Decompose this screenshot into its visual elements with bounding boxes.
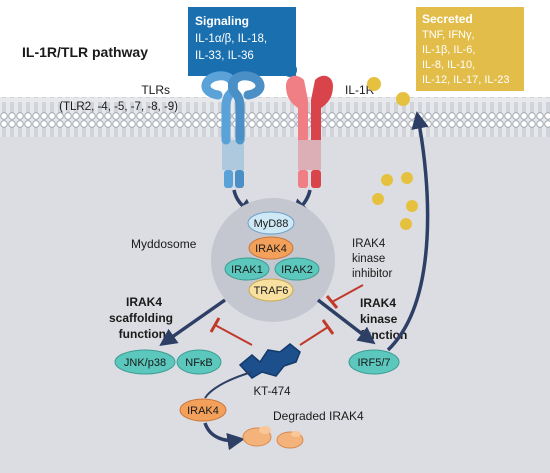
- irak2-node: [274, 257, 320, 281]
- irf-to-secretion-arrow: [386, 111, 430, 352]
- signaling-line2: IL-33, IL-36: [195, 50, 254, 62]
- secreted-line2: IL-1β, IL-6,: [422, 44, 475, 56]
- irak4-target-node: [179, 398, 227, 422]
- tlr-receptor: [201, 71, 265, 188]
- traf6-label: TRAF6: [254, 285, 289, 297]
- jnk-p38-label: JNK/p38: [124, 357, 166, 369]
- myddosome-label: Myddosome: [131, 237, 197, 251]
- myddosome-complex: [211, 198, 335, 322]
- signaling-heading: Signaling: [195, 14, 249, 28]
- irak4-label: IRAK4: [255, 243, 287, 255]
- il1r-label: IL-1R: [345, 83, 375, 97]
- kt474-block-kinase-bar: [321, 319, 335, 335]
- irf57-node: [348, 349, 400, 375]
- irf57-label: IRF5/7: [357, 357, 390, 369]
- kinase-fn-line1: IRAK4: [360, 296, 396, 310]
- irak2-label: IRAK2: [281, 264, 313, 276]
- nfkb-label: NFκB: [185, 357, 213, 369]
- inhibitor-block-bar: [325, 295, 339, 309]
- secreted-cytokines: [367, 77, 418, 230]
- myd88-label: MyD88: [254, 218, 289, 230]
- signaling-ligand: [283, 63, 297, 77]
- inhibitor-line1: IRAK4: [352, 238, 386, 250]
- traf6-node: [248, 278, 294, 302]
- inhibitor-block-line: [331, 284, 364, 303]
- degraded-fragments: [242, 426, 304, 449]
- degraded-irak4-label: Degraded IRAK4: [273, 409, 364, 423]
- pathway-title: IL-1R/TLR pathway: [22, 44, 148, 60]
- kt474-block-scaffold-bar: [209, 317, 221, 333]
- secreted-line1: TNF, IFNγ,: [422, 29, 475, 41]
- myd88-node: [247, 211, 295, 235]
- irak4-node: [248, 236, 294, 260]
- degradation-arrow: [203, 422, 245, 451]
- signaling-line1: IL-1α/β, IL-18,: [195, 33, 267, 45]
- tlrs-list: (TLR2, -4, -5, -7, -8, -9): [59, 101, 178, 113]
- scaffolding-line1: IRAK4: [126, 295, 162, 309]
- kt474-label: KT-474: [253, 386, 291, 398]
- kinase-fn-line2: kinase: [360, 312, 398, 326]
- il1r-receptor: [286, 75, 333, 188]
- irak4-target-label: IRAK4: [187, 405, 219, 417]
- irak1-label: IRAK1: [231, 264, 263, 276]
- jnk-p38-node: [114, 349, 176, 375]
- secreted-heading: Secreted: [422, 12, 473, 26]
- inhibitor-line3: inhibitor: [352, 268, 392, 280]
- secreted-line4: IL-12, IL-17, IL-23: [422, 74, 509, 86]
- secreted-box: [416, 7, 524, 91]
- kinase-arrow: [316, 298, 376, 345]
- scaffolding-arrow: [159, 298, 227, 347]
- nfkb-node: [176, 349, 222, 375]
- signaling-box: [188, 7, 296, 76]
- kt474-to-irak4-link: [204, 371, 253, 399]
- tlrs-label: TLRs: [141, 83, 170, 97]
- scaffolding-line3: function: [119, 327, 166, 341]
- kt474-molecule: [238, 343, 301, 379]
- cell-membrane: [0, 97, 550, 137]
- irak1-node: [224, 257, 270, 281]
- inhibitor-line2: kinase: [352, 253, 385, 265]
- kt474-block-scaffold-line: [214, 324, 253, 346]
- kt474-block-kinase-line: [299, 326, 329, 346]
- scaffolding-line2: scaffolding: [109, 311, 173, 325]
- secreted-line3: IL-8, IL-10,: [422, 59, 475, 71]
